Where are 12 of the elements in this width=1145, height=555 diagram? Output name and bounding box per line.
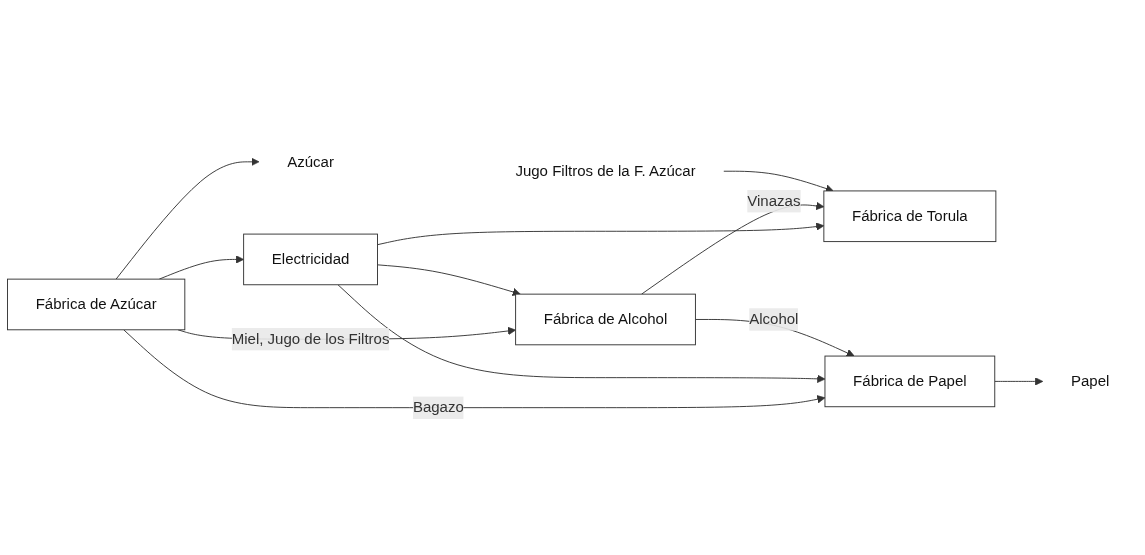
edge-label: Alcohol (749, 310, 799, 327)
node-box: Fábrica de Azúcar (7, 278, 186, 331)
node-box: Fábrica de Alcohol (515, 293, 696, 346)
edge-label: Bagazo (412, 399, 464, 415)
node-box: Fábrica de Torula (823, 190, 997, 242)
edge-label: Vinazas (747, 192, 801, 209)
node-box: Electricidad (243, 233, 378, 285)
node-box: Fábrica de Papel (824, 355, 996, 407)
edge-label: Miel, Jugo de los Filtros (231, 330, 390, 347)
node-text: Azúcar (287, 153, 334, 170)
node-text: Jugo Filtros de la F. Azúcar (515, 162, 696, 179)
node-text: Papel (1070, 372, 1110, 389)
